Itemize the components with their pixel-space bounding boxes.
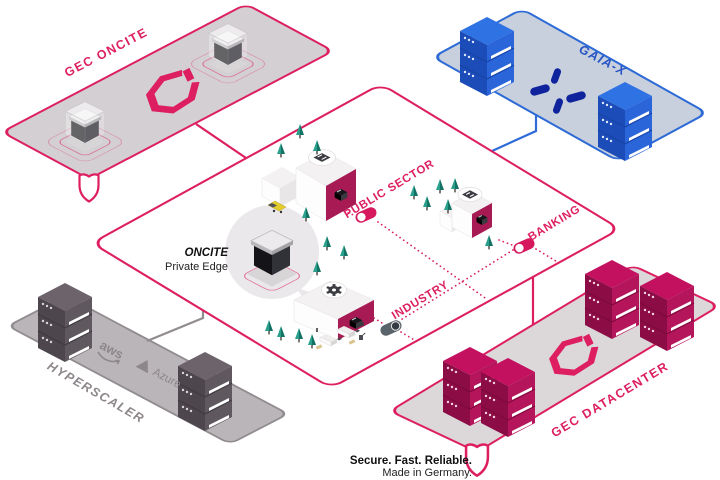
campus-diamond [96, 86, 616, 386]
dotted-link [373, 317, 383, 324]
bank-roof-icon [457, 186, 483, 203]
connector-gaia-x [491, 114, 538, 153]
edge-device-cube [207, 23, 249, 75]
public-sector-roof-icon [308, 149, 336, 166]
server-stack [597, 81, 653, 162]
server-stack [177, 351, 233, 432]
edge-device-cube [64, 101, 106, 153]
dotted-link [398, 249, 514, 322]
tagline-line2: Made in Germany. [382, 467, 472, 479]
label-oncite-subtitle: Private Edge [165, 261, 228, 273]
tagline-line1: Secure. Fast. Reliable. [350, 455, 472, 467]
building-banking [439, 186, 493, 239]
forklift-icon [359, 332, 366, 340]
gaia-x-icon [530, 68, 586, 114]
worker-figures [316, 322, 364, 332]
dotted-link [400, 331, 417, 342]
pallet-icon [348, 339, 356, 345]
building-public-sector [261, 149, 357, 222]
campus-content [225, 123, 560, 350]
server-stack [480, 357, 536, 438]
connector-hyperscaler [146, 311, 205, 343]
label-oncite-title: ONCITE [185, 247, 229, 259]
server-stack [639, 271, 695, 352]
oncite-plane-content [47, 23, 266, 162]
van-icon [267, 200, 287, 214]
gaia-x-plane-content [459, 16, 653, 162]
dotted-link [377, 221, 489, 301]
gear-icon [321, 281, 347, 299]
shield-badge-icon [78, 173, 100, 203]
connector-oncite [195, 123, 247, 159]
azure-triangle-icon [135, 360, 148, 374]
server-stack [584, 259, 640, 340]
pallet-icon [315, 344, 323, 350]
building-industry [293, 280, 375, 350]
server-stack [37, 282, 93, 363]
server-stack [459, 16, 515, 97]
dotted-link [535, 248, 560, 264]
